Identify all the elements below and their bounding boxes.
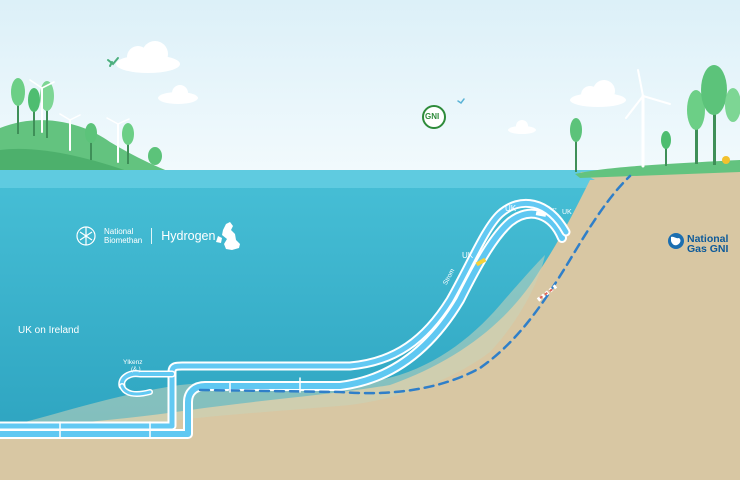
right-land-top-grass — [575, 160, 740, 178]
right-trees — [570, 65, 740, 172]
uk-label-right: UK — [562, 209, 572, 216]
wind-turbine-icon — [625, 69, 671, 168]
partner-line-2: Gas GNI — [687, 243, 729, 255]
cloud-right — [570, 80, 626, 107]
partner-line-1: National — [687, 233, 729, 245]
pipe-marker — [539, 287, 555, 299]
seabed — [0, 180, 600, 480]
left-trees — [11, 78, 162, 165]
pipe-sublabel: (& ) — [131, 367, 141, 373]
seabed-silt — [0, 255, 545, 434]
sea-surface — [0, 170, 600, 188]
cloud-small — [508, 120, 536, 134]
wind-turbine-icon — [106, 117, 130, 163]
brand-product: Hydrogen — [161, 229, 216, 243]
pipeline — [0, 174, 632, 439]
pipe-label: Ylkenz — [123, 359, 143, 366]
sky — [0, 0, 740, 172]
uk-label-lower: UK — [462, 251, 474, 260]
bird-icon — [107, 57, 119, 67]
left-island-shade — [0, 148, 130, 172]
region-label: UK on Ireland — [18, 325, 80, 336]
national-knot-icon — [76, 226, 96, 246]
brand-knot-slot — [76, 225, 98, 247]
wind-turbine-icon — [59, 113, 81, 151]
cloud-left — [116, 41, 180, 73]
brand-name: National Biomethan — [104, 227, 142, 245]
partner-name: National Gas GNI — [687, 233, 729, 255]
valve-marker — [475, 257, 487, 267]
gni-badge-text: GNI — [425, 112, 440, 121]
uk-arrows-icon: ↔ — [551, 205, 558, 212]
cloud-mid — [158, 85, 198, 104]
gni-badge-icon — [422, 105, 446, 129]
brand-line-1: National — [104, 227, 134, 236]
globe-slot — [668, 236, 684, 252]
brand-right: National Gas GNI — [668, 233, 729, 255]
brand-line-2: Biomethan — [104, 236, 143, 245]
wind-turbine-icon — [29, 79, 55, 133]
right-land — [300, 168, 740, 480]
brand-separator — [151, 228, 153, 244]
brand-left: National Biomethan Hydrogen — [76, 225, 215, 247]
globe-icon — [668, 233, 684, 249]
uk-label-upper: UK — [505, 204, 517, 213]
bird-icon — [457, 98, 465, 105]
valve-marker — [535, 211, 547, 217]
uk-map-icon — [216, 222, 240, 250]
